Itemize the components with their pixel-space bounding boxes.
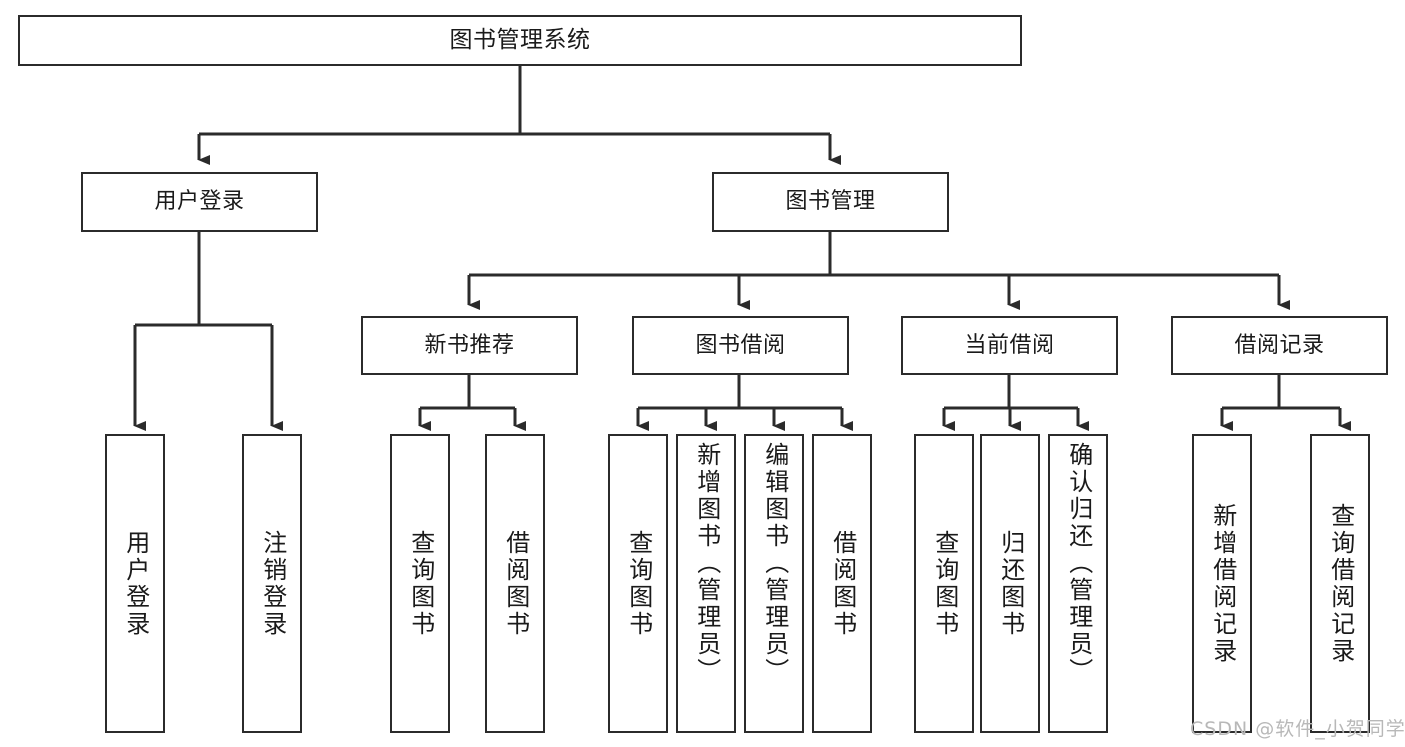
watermark-text: CSDN @软件_小贺同学	[1190, 718, 1405, 740]
leaf-user-login[interactable]: 用户登录	[105, 434, 165, 733]
node-label: 查询图书	[624, 529, 653, 638]
leaf-edit-book-admin[interactable]: 编辑图书（管理员）	[744, 434, 804, 733]
node-current-borrow[interactable]: 当前借阅	[901, 316, 1118, 375]
node-label: 归还图书	[996, 529, 1025, 638]
node-label: 查询图书	[930, 529, 959, 638]
node-label: 借阅图书	[828, 529, 857, 638]
node-label: 借阅记录	[1234, 332, 1325, 358]
node-label: 新增借阅记录	[1208, 502, 1237, 665]
leaf-query-book-rec[interactable]: 查询图书	[390, 434, 450, 733]
node-new-book-recommend[interactable]: 新书推荐	[361, 316, 578, 375]
node-label: 查询借阅记录	[1326, 502, 1355, 665]
node-label: 用户登录	[121, 529, 150, 638]
node-label: 新增图书（管理员）	[692, 442, 721, 685]
node-root-system[interactable]: 图书管理系统	[18, 15, 1022, 66]
node-label: 用户登录	[154, 189, 245, 215]
node-label: 借阅图书	[501, 529, 530, 638]
node-label: 新书推荐	[424, 332, 515, 358]
leaf-borrow-book[interactable]: 借阅图书	[812, 434, 872, 733]
node-book-management[interactable]: 图书管理	[712, 172, 949, 232]
node-label: 图书借阅	[695, 332, 786, 358]
node-label: 当前借阅	[964, 332, 1055, 358]
node-book-borrow[interactable]: 图书借阅	[632, 316, 849, 375]
leaf-add-book-admin[interactable]: 新增图书（管理员）	[676, 434, 736, 733]
leaf-return-book[interactable]: 归还图书	[980, 434, 1040, 733]
node-borrow-record[interactable]: 借阅记录	[1171, 316, 1388, 375]
node-label: 图书管理	[785, 189, 876, 215]
node-label: 查询图书	[406, 529, 435, 638]
leaf-borrow-book-rec[interactable]: 借阅图书	[485, 434, 545, 733]
leaf-add-borrow-record[interactable]: 新增借阅记录	[1192, 434, 1252, 733]
leaf-user-logout[interactable]: 注销登录	[242, 434, 302, 733]
node-label: 确认归还（管理员）	[1064, 442, 1093, 685]
node-label: 注销登录	[258, 529, 287, 638]
node-label: 图书管理系统	[449, 27, 591, 54]
leaf-query-book-current[interactable]: 查询图书	[914, 434, 974, 733]
leaf-query-borrow-record[interactable]: 查询借阅记录	[1310, 434, 1370, 733]
leaf-confirm-return-admin[interactable]: 确认归还（管理员）	[1048, 434, 1108, 733]
node-label: 编辑图书（管理员）	[760, 442, 789, 685]
leaf-query-book-borrow[interactable]: 查询图书	[608, 434, 668, 733]
node-user-login[interactable]: 用户登录	[81, 172, 318, 232]
